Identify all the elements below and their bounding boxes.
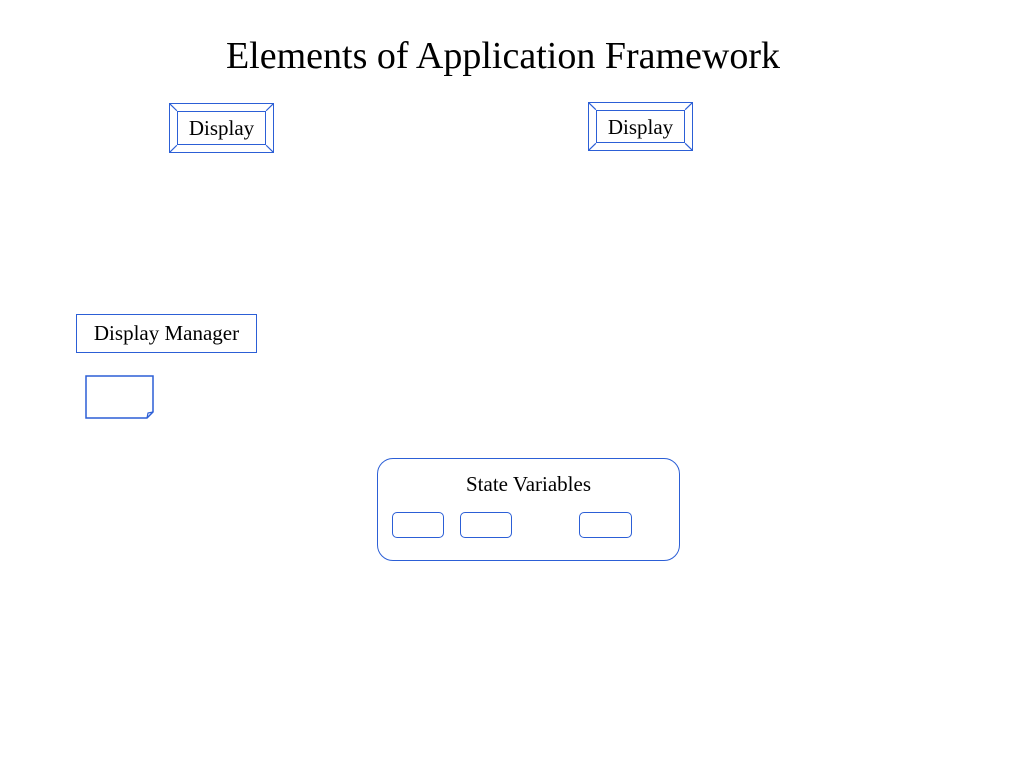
note-shape xyxy=(85,375,154,419)
display-label: Display xyxy=(177,111,266,145)
bevel-frame xyxy=(589,103,692,150)
state-variable-slot xyxy=(460,512,512,538)
bevel-frame xyxy=(170,104,273,152)
display-box-left: Display xyxy=(169,103,274,153)
display-box-right: Display xyxy=(588,102,693,151)
state-variables-label: State Variables xyxy=(466,472,591,496)
slide-title: Elements of Application Framework xyxy=(225,35,781,77)
state-variable-slot xyxy=(392,512,444,538)
state-variables-box: State Variables xyxy=(377,458,680,561)
state-variable-slot xyxy=(579,512,632,538)
display-manager-box: Display Manager xyxy=(76,314,257,353)
display-label: Display xyxy=(596,110,685,143)
